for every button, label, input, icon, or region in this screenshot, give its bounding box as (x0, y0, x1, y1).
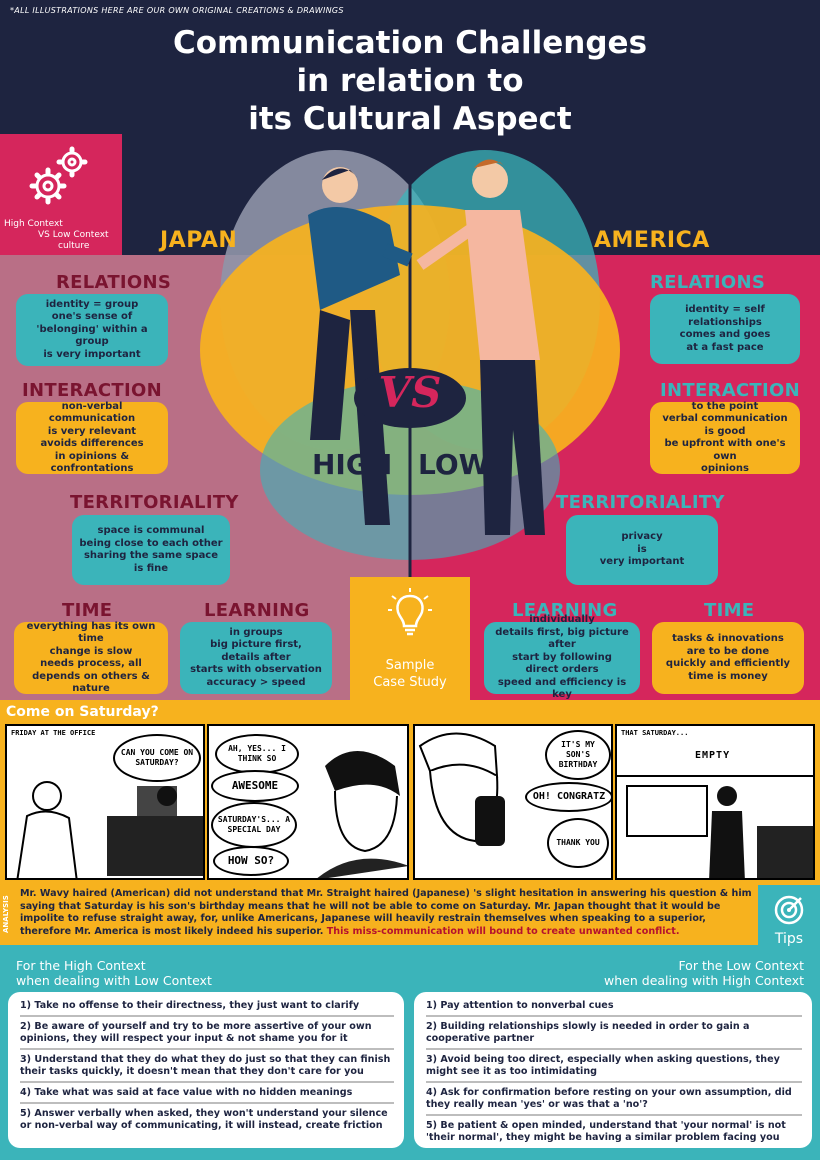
japan-time-title: TIME (62, 600, 113, 621)
title-line-2: in relation to (296, 63, 524, 99)
america-heading: AMERICA (594, 228, 710, 253)
comic-panel-3: IT'S MY SON'S BIRTHDAY OH! CONGRATZ THAN… (413, 724, 613, 880)
america-learning-title: LEARNING (512, 600, 618, 621)
vs-badge (354, 368, 466, 428)
office-scene (16, 781, 203, 878)
list-item: 2) Building relationships slowly is need… (426, 1019, 802, 1050)
page-title: Communication Challenges in relation to … (120, 24, 700, 138)
analysis-tag: ANALYSIS (2, 895, 10, 933)
comic-panel-2: AH, YES... I THINK SO AWESOME SATURDAY'S… (207, 724, 409, 880)
high-context-tips-card: 1) Take no offense to their directness, … (8, 992, 404, 1148)
japan-interaction-title: INTERACTION (22, 380, 162, 401)
panel-3-bubble-3: THANK YOU (547, 818, 609, 868)
list-item: 3) Avoid being too direct, especially wh… (426, 1052, 802, 1083)
context-badge: High Context VS Low Context culture (0, 134, 122, 255)
american-face-drawing (418, 732, 505, 846)
panel-2-bubble-3: SATURDAY'S... A SPECIAL DAY (211, 802, 297, 848)
analysis-highlight: This miss-communication will bound to cr… (326, 925, 680, 937)
list-item: 1) Pay attention to nonverbal cues (426, 998, 802, 1017)
list-item: 1) Take no offense to their directness, … (20, 998, 394, 1017)
list-item: 5) Answer verbally when asked, they won'… (20, 1108, 388, 1131)
comic-panel-1: FRIDAY AT THE OFFICE CAN YOU COME ON SAT… (5, 724, 205, 880)
high-label: HIGH (312, 448, 393, 481)
lightbulb-icon (388, 588, 432, 636)
badge-line-3: culture (58, 241, 90, 251)
japan-learning-title: LEARNING (204, 600, 310, 621)
panel-4-sfx: EMPTY (695, 750, 731, 761)
low-context-tips-card: 1) Pay attention to nonverbal cues 2) Bu… (414, 992, 812, 1148)
panel-2-bubble-2: AWESOME (211, 770, 299, 802)
empty-office-scene (617, 775, 813, 878)
badge-line-2: VS Low Context (38, 230, 109, 240)
panel-2-bubble-1: AH, YES... I THINK SO (215, 734, 299, 774)
gears-icon (29, 146, 88, 205)
panel-2-bubble-4: HOW SO? (213, 846, 289, 876)
vs-label: VS (378, 368, 442, 417)
comic-title: Come on Saturday? (6, 704, 159, 720)
case-study-tab: Sample Case Study (350, 577, 470, 700)
venn-illustration (200, 140, 620, 580)
list-item: 2) Be aware of yourself and try to be mo… (20, 1019, 394, 1050)
panel-3-bubble-1: IT'S MY SON'S BIRTHDAY (545, 730, 611, 780)
high-context-heading: For the High Context when dealing with L… (16, 958, 212, 988)
america-time-title: TIME (704, 600, 755, 621)
america-territoriality-title: TERRITORIALITY (556, 492, 725, 513)
japan-territoriality-title: TERRITORIALITY (70, 492, 239, 513)
panel-1-bubble: CAN YOU COME ON SATURDAY? (113, 734, 201, 782)
japan-relations-title: RELATIONS (56, 272, 172, 293)
panel-4-caption: THAT SATURDAY... (621, 729, 689, 737)
tips-label: Tips (774, 931, 804, 947)
title-line-3: its Cultural Aspect (248, 101, 572, 137)
analysis-text: Mr. Wavy haired (American) did not under… (20, 888, 758, 938)
list-item: 3) Understand that they do what they do … (20, 1052, 394, 1083)
badge-line-1: High Context (4, 219, 63, 229)
credit-note: *ALL ILLUSTRATIONS HERE ARE OUR OWN ORIG… (10, 6, 344, 15)
list-item: 4) Take what was said at face value with… (20, 1085, 394, 1104)
panel-1-caption: FRIDAY AT THE OFFICE (11, 729, 96, 737)
low-context-heading: For the Low Context when dealing with Hi… (604, 958, 804, 988)
analysis-body: Mr. Wavy haired (American) did not under… (20, 888, 752, 937)
american-figure (416, 159, 545, 535)
america-interaction-title: INTERACTION (660, 380, 800, 401)
japanese-face-drawing (317, 751, 407, 878)
title-line-1: Communication Challenges (172, 25, 648, 61)
low-label: LOW (418, 448, 490, 481)
list-item: 5) Be patient & open minded, understand … (426, 1120, 786, 1143)
target-icon (774, 895, 804, 925)
analysis-section (0, 885, 820, 945)
japan-heading: JAPAN (160, 228, 238, 253)
america-relations-title: RELATIONS (650, 272, 766, 293)
list-item: 4) Ask for confirmation before resting o… (426, 1085, 802, 1116)
panel-3-bubble-2: OH! CONGRATZ (525, 782, 611, 812)
comic-panel-4: THAT SATURDAY... EMPTY (615, 724, 815, 880)
